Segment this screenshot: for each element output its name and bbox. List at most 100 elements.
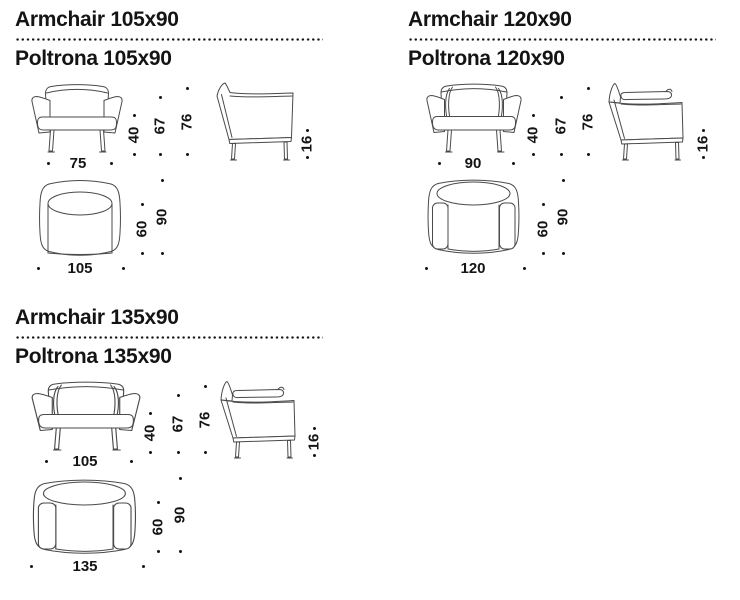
top-view-drawing xyxy=(37,178,123,258)
dim-value: 90 xyxy=(153,208,171,226)
front-view-drawing xyxy=(30,80,126,160)
dim-seat-depth: 60 xyxy=(534,203,552,255)
dim-total-depth: 90 xyxy=(171,477,189,553)
dim-value: 67 xyxy=(169,415,187,433)
dim-value: 40 xyxy=(524,126,542,144)
dim-value: 90 xyxy=(554,208,572,226)
dim-value: 90 xyxy=(464,155,482,172)
dim-total-height: 76 xyxy=(580,87,597,156)
side-view-drawing xyxy=(207,378,299,460)
dim-seat-depth: 60 xyxy=(133,203,151,255)
section-header: Armchair 105x90 Poltrona 105x90 xyxy=(15,8,323,71)
dim-dot xyxy=(37,267,40,270)
dim-seat-height: 40 xyxy=(126,114,143,156)
top-view-drawing xyxy=(425,178,523,256)
dim-dot xyxy=(531,153,535,156)
dim-top-width: 105 xyxy=(0,261,345,279)
dim-dot xyxy=(156,501,160,504)
section-header: Armchair 120x90 Poltrona 120x90 xyxy=(408,8,716,71)
dim-dot xyxy=(156,550,160,553)
dim-dot xyxy=(559,153,563,156)
dim-value: 16 xyxy=(305,433,323,451)
dim-dot xyxy=(312,454,316,457)
dim-top-width: 120 xyxy=(393,261,738,279)
dim-seat-height: 40 xyxy=(524,114,542,156)
dim-value: 16 xyxy=(694,135,712,153)
dim-dot xyxy=(541,252,545,255)
dim-dot xyxy=(130,460,133,463)
title-english: Armchair 135x90 xyxy=(15,306,179,329)
dim-dot xyxy=(561,252,565,255)
dim-value: 120 xyxy=(460,260,486,277)
dim-dot xyxy=(160,252,164,255)
dim-front-width: 90 xyxy=(393,156,738,174)
dim-dot xyxy=(122,267,125,270)
dim-dot xyxy=(140,252,144,255)
dim-dot xyxy=(142,565,145,568)
dim-total-height: 76 xyxy=(197,385,214,454)
dim-value: 90 xyxy=(171,506,189,524)
dim-value: 40 xyxy=(141,424,159,442)
dim-value: 60 xyxy=(534,220,552,238)
dim-dot xyxy=(148,412,152,415)
dim-dot xyxy=(438,162,441,165)
dim-value: 105 xyxy=(72,453,98,470)
dim-dot xyxy=(132,114,136,117)
title-italian: Poltrona 135x90 xyxy=(15,345,172,368)
section-header: Armchair 135x90 Poltrona 135x90 xyxy=(15,306,323,369)
dim-leg-height: 16 xyxy=(298,129,316,159)
dim-dot xyxy=(158,153,162,156)
dim-dot xyxy=(586,87,590,90)
dim-value: 60 xyxy=(149,518,167,536)
dim-seat-height: 40 xyxy=(141,412,159,454)
dim-dot xyxy=(140,203,144,206)
dim-dot xyxy=(158,96,162,99)
dim-dot xyxy=(47,162,50,165)
section-armchair-105x90: Armchair 105x90 Poltrona 105x90 40 67 76… xyxy=(0,0,345,298)
title-english: Armchair 105x90 xyxy=(15,8,179,31)
dim-dot xyxy=(178,477,182,480)
dim-leg-height: 16 xyxy=(305,427,323,457)
title-english: Armchair 120x90 xyxy=(408,8,572,31)
dim-value: 60 xyxy=(133,220,151,238)
dim-dot xyxy=(203,385,207,388)
dim-dot xyxy=(559,96,563,99)
dim-seat-depth: 60 xyxy=(149,501,167,553)
dim-dot xyxy=(132,153,136,156)
dim-arm-height: 67 xyxy=(552,96,570,156)
dim-dot xyxy=(185,153,189,156)
dim-top-width: 135 xyxy=(0,559,345,577)
dim-value: 105 xyxy=(67,260,93,277)
dim-dot xyxy=(178,550,182,553)
dim-dot xyxy=(531,114,535,117)
dim-dot xyxy=(30,565,33,568)
dim-total-height: 76 xyxy=(178,87,196,156)
dim-value: 76 xyxy=(178,113,196,130)
dim-dot xyxy=(425,267,428,270)
dotted-separator xyxy=(15,336,323,339)
top-view-drawing xyxy=(30,478,140,556)
dim-front-width: 75 xyxy=(0,156,345,174)
front-view-drawing xyxy=(425,80,523,160)
dim-front-width: 105 xyxy=(0,454,345,472)
dim-total-depth: 90 xyxy=(153,179,171,255)
dim-dot xyxy=(160,179,164,182)
dim-dot xyxy=(561,179,565,182)
dim-value: 67 xyxy=(552,117,570,135)
dim-dot xyxy=(305,129,309,132)
dim-dot xyxy=(312,427,316,430)
section-armchair-120x90: Armchair 120x90 Poltrona 120x90 40 67 76… xyxy=(393,0,738,298)
front-view-drawing xyxy=(30,378,142,458)
dim-dot xyxy=(176,394,180,397)
dotted-separator xyxy=(15,38,323,41)
dim-value: 75 xyxy=(69,155,87,172)
side-view-drawing xyxy=(204,80,296,162)
dim-arm-height: 67 xyxy=(169,394,187,454)
dim-value: 16 xyxy=(298,135,316,153)
dim-total-depth: 90 xyxy=(554,179,572,255)
dim-dot xyxy=(185,87,189,90)
title-italian: Poltrona 120x90 xyxy=(408,47,565,70)
dim-dot xyxy=(523,267,526,270)
title-italian: Poltrona 105x90 xyxy=(15,47,172,70)
dim-dot xyxy=(110,162,113,165)
